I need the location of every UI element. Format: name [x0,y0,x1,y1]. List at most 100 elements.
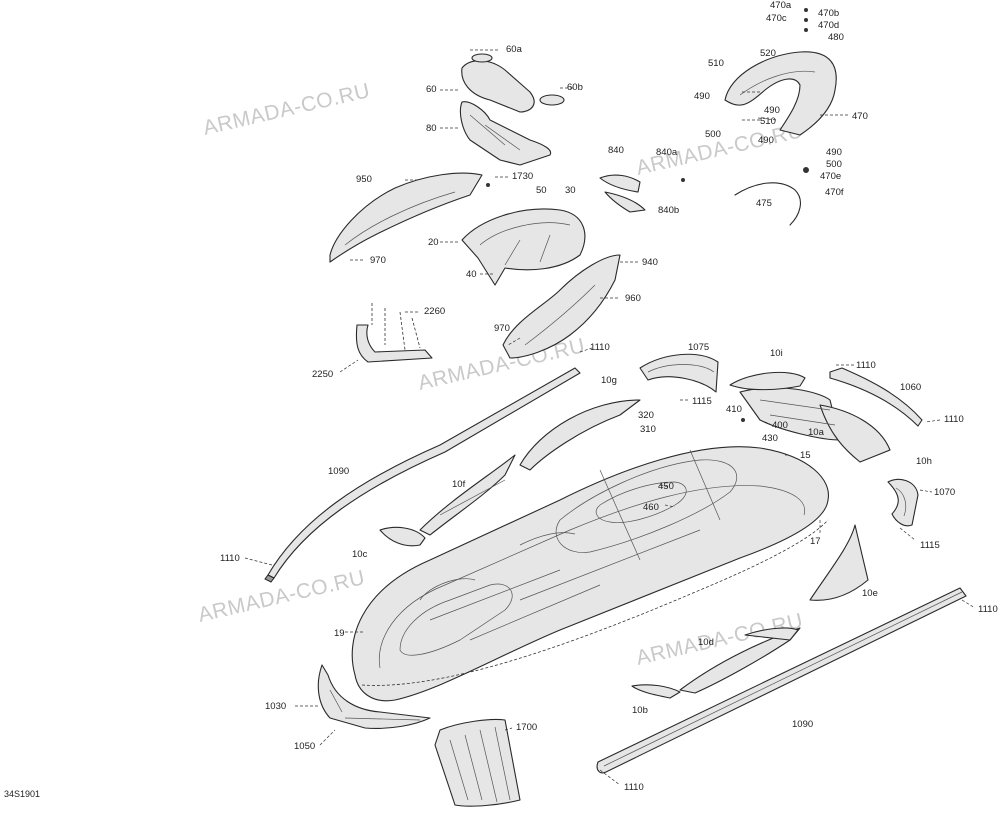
label-1110-f: 1110 [624,782,644,793]
label-1090-a: 1090 [328,466,349,477]
label-2250: 2250 [312,369,333,380]
label-15: 15 [800,450,811,461]
label-60: 60 [426,84,437,95]
label-2260: 2260 [424,306,445,317]
label-1090-b: 1090 [792,719,813,730]
decal-10a-10h [739,387,891,463]
label-510-a: 510 [708,58,724,69]
decal-10d [679,627,801,694]
label-10a: 10a [808,427,825,438]
label-460: 460 [643,502,659,513]
label-470c: 470c [766,13,787,24]
label-310: 310 [640,424,656,435]
label-480: 480 [828,32,844,43]
label-1050: 1050 [294,741,315,752]
label-940: 940 [642,257,658,268]
cover-60 [461,53,565,113]
label-19: 19 [334,628,345,639]
label-970-b: 970 [494,323,510,334]
label-1110-c: 1110 [944,414,964,425]
label-470e: 470e [820,171,841,182]
label-320: 320 [638,410,654,421]
rail-1090-left [264,367,581,583]
label-60a: 60a [506,44,523,55]
label-1070: 1070 [934,487,955,498]
label-10c: 10c [352,549,368,560]
label-470: 470 [852,111,868,122]
label-470a: 470a [770,0,792,11]
label-490-c: 490 [758,135,774,146]
watermark-1: ARMADA-CO.RU [201,79,372,140]
label-1060: 1060 [900,382,921,393]
label-10i: 10i [770,348,783,359]
rail-475 [734,182,801,226]
label-520: 520 [760,48,776,59]
label-10h: 10h [916,456,932,467]
label-410: 410 [726,404,742,415]
label-1115-b: 1115 [920,540,940,551]
watermark-3: ARMADA-CO.RU [416,334,587,395]
decal-10g [519,399,641,471]
label-470b: 470b [818,8,839,19]
leader-lines [244,49,976,786]
label-10e: 10e [862,588,878,599]
label-430: 430 [762,433,778,444]
label-1700: 1700 [516,722,537,733]
decal-10c [379,526,426,547]
label-50: 50 [536,185,547,196]
panel-950 [329,172,483,263]
watermark-4: ARMADA-CO.RU [196,566,367,627]
drawing-code: 34S1901 [4,789,40,799]
handle-470 [724,51,837,136]
part-labels: 470a 470b 470c 470d 480 520 510 490 490 … [220,0,998,793]
label-950: 950 [356,174,372,185]
strip-1060 [829,367,923,427]
label-475: 475 [756,198,772,209]
label-500-b: 500 [826,159,842,170]
decal-10i [729,371,806,391]
label-960: 960 [625,293,641,304]
label-470f: 470f [825,187,844,198]
bolts [486,8,809,422]
label-10g: 10g [601,375,617,386]
label-970-a: 970 [370,255,386,266]
label-400: 400 [772,420,788,431]
label-510-b: 510 [760,116,776,127]
label-40: 40 [466,269,477,280]
label-1030: 1030 [265,701,286,712]
label-1110-d: 1110 [220,553,240,564]
main-hull-deck [351,446,829,702]
nose-1030 [317,664,431,729]
decal-10e [809,524,869,601]
bumper-1075 [639,353,719,393]
frame-80 [459,101,552,166]
panel-960 [502,254,621,359]
label-10b: 10b [632,705,648,716]
bracket-2250 [355,303,433,363]
label-490-a: 490 [694,91,710,102]
mat-1700 [434,718,521,807]
label-1115-a: 1115 [692,396,712,407]
label-60b: 60b [567,82,583,93]
label-500-a: 500 [705,129,721,140]
label-17: 17 [810,536,821,547]
label-840a: 840a [656,147,678,158]
label-80: 80 [426,123,437,134]
label-10d: 10d [698,637,714,648]
label-450: 450 [658,481,674,492]
decal-10b [631,684,681,699]
label-30: 30 [565,185,576,196]
label-1110-b: 1110 [856,360,876,371]
label-470d: 470d [818,20,839,31]
label-1075: 1075 [688,342,709,353]
label-20: 20 [428,237,439,248]
label-840: 840 [608,145,624,156]
console-20-30 [461,208,586,286]
cover-840 [599,174,646,213]
label-1730: 1730 [512,171,533,182]
bracket-1070 [887,478,919,527]
label-1110-a: 1110 [590,342,610,353]
label-490-b: 490 [764,105,780,116]
decal-10f [419,454,516,536]
